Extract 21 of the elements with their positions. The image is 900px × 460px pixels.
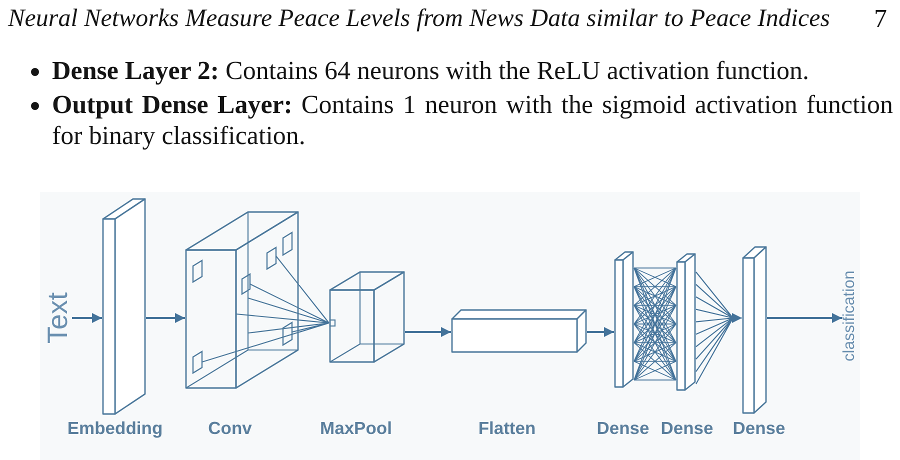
layer-label: Conv [208,418,252,438]
page-number: 7 [874,3,887,34]
vertical-label: Text [44,292,72,344]
arrow [587,327,614,337]
layer-label: Dense [732,418,786,438]
converging-lines [298,284,330,333]
running-header: Neural Networks Measure Peace Levels from News Data similar to Peace Indices [8,4,830,34]
arrow [767,313,842,323]
layer-label: Dense [596,418,650,438]
arrow [146,313,185,323]
layer-label: MaxPool [320,418,392,438]
vertical-label: classification [842,270,858,362]
arrow [405,327,451,337]
bullet-text: Output Dense Layer: Contains 1 neuron with the sigmoid activation function for binary classification. [52,89,893,151]
layer-label: Dense [660,418,714,438]
converging-arrow [695,271,743,385]
arrow [72,313,102,323]
layer-label: Embedding [67,418,163,438]
bullet-text: Dense Layer 2: Contains 64 neurons with the ReLU activation function. [52,55,810,86]
dense-connection-lines [634,268,676,380]
layer-label: Flatten [478,418,536,438]
